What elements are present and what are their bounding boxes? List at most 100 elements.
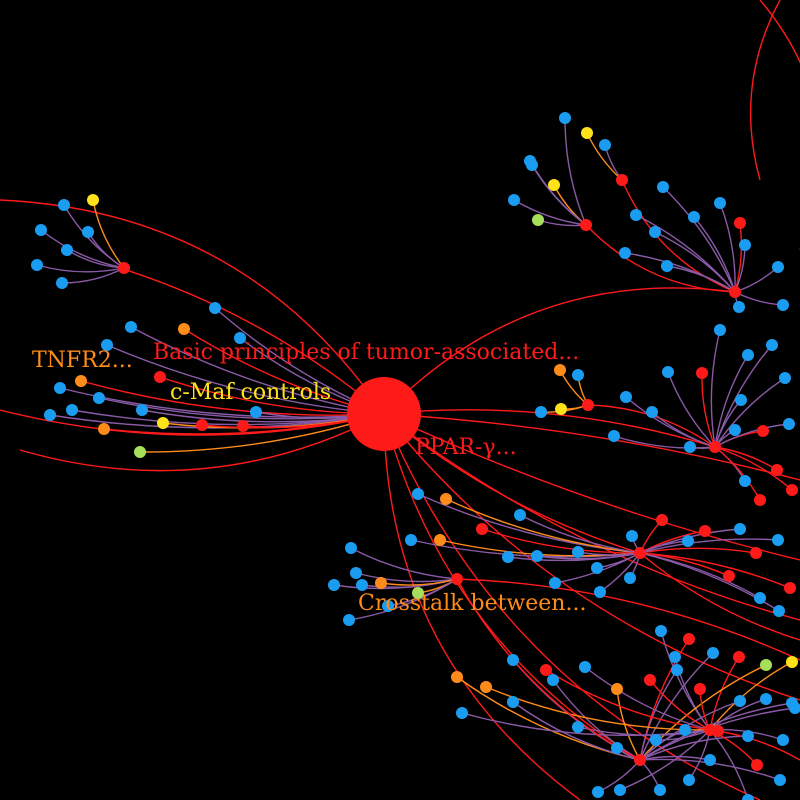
- paper-node[interactable]: [440, 493, 452, 505]
- paper-node[interactable]: [662, 366, 674, 378]
- paper-node[interactable]: [704, 724, 716, 736]
- paper-node[interactable]: [157, 417, 169, 429]
- paper-node[interactable]: [661, 260, 673, 272]
- paper-node[interactable]: [650, 734, 662, 746]
- paper-node[interactable]: [591, 562, 603, 574]
- paper-node[interactable]: [657, 181, 669, 193]
- paper-node[interactable]: [757, 425, 769, 437]
- paper-node[interactable]: [774, 774, 786, 786]
- paper-node[interactable]: [412, 488, 424, 500]
- paper-node[interactable]: [234, 332, 246, 344]
- paper-node[interactable]: [196, 419, 208, 431]
- paper-node[interactable]: [742, 730, 754, 742]
- paper-node[interactable]: [656, 514, 668, 526]
- paper-node[interactable]: [766, 339, 778, 351]
- paper-node[interactable]: [101, 339, 113, 351]
- paper-node[interactable]: [694, 683, 706, 695]
- paper-node[interactable]: [699, 525, 711, 537]
- paper-node[interactable]: [66, 404, 78, 416]
- paper-node[interactable]: [626, 530, 638, 542]
- paper-node[interactable]: [502, 551, 514, 563]
- paper-node[interactable]: [75, 375, 87, 387]
- paper-node[interactable]: [655, 625, 667, 637]
- paper-node[interactable]: [35, 224, 47, 236]
- paper-node[interactable]: [777, 734, 789, 746]
- paper-node[interactable]: [98, 423, 110, 435]
- paper-node[interactable]: [679, 724, 691, 736]
- paper-node[interactable]: [735, 394, 747, 406]
- paper-node[interactable]: [581, 127, 593, 139]
- paper-node[interactable]: [772, 261, 784, 273]
- paper-node[interactable]: [451, 671, 463, 683]
- paper-node[interactable]: [619, 247, 631, 259]
- paper-node[interactable]: [742, 349, 754, 361]
- paper-node[interactable]: [739, 239, 751, 251]
- paper-node[interactable]: [93, 392, 105, 404]
- paper-node[interactable]: [714, 324, 726, 336]
- paper-node[interactable]: [178, 323, 190, 335]
- paper-node[interactable]: [592, 786, 604, 798]
- paper-node[interactable]: [44, 409, 56, 421]
- paper-node[interactable]: [345, 542, 357, 554]
- paper-node[interactable]: [634, 547, 646, 559]
- paper-node[interactable]: [773, 605, 785, 617]
- paper-node[interactable]: [754, 494, 766, 506]
- paper-node[interactable]: [154, 371, 166, 383]
- paper-node[interactable]: [535, 406, 547, 418]
- hub-node[interactable]: [347, 377, 421, 451]
- paper-node[interactable]: [134, 446, 146, 458]
- paper-node[interactable]: [328, 579, 340, 591]
- paper-node[interactable]: [599, 139, 611, 151]
- paper-node[interactable]: [58, 199, 70, 211]
- paper-node[interactable]: [671, 664, 683, 676]
- paper-node[interactable]: [739, 475, 751, 487]
- paper-node[interactable]: [723, 570, 735, 582]
- paper-node[interactable]: [405, 534, 417, 546]
- paper-node[interactable]: [572, 721, 584, 733]
- paper-node[interactable]: [343, 614, 355, 626]
- paper-node[interactable]: [760, 659, 772, 671]
- paper-node[interactable]: [549, 577, 561, 589]
- paper-node[interactable]: [620, 391, 632, 403]
- paper-node[interactable]: [777, 299, 789, 311]
- paper-node[interactable]: [734, 695, 746, 707]
- paper-node[interactable]: [572, 369, 584, 381]
- paper-node[interactable]: [729, 286, 741, 298]
- paper-node[interactable]: [559, 112, 571, 124]
- paper-node[interactable]: [476, 523, 488, 535]
- paper-node[interactable]: [594, 586, 606, 598]
- paper-node[interactable]: [531, 550, 543, 562]
- paper-node[interactable]: [751, 759, 763, 771]
- paper-node[interactable]: [669, 651, 681, 663]
- paper-node[interactable]: [125, 321, 137, 333]
- paper-node[interactable]: [614, 784, 626, 796]
- paper-node[interactable]: [783, 418, 795, 430]
- paper-node[interactable]: [714, 197, 726, 209]
- paper-node[interactable]: [136, 404, 148, 416]
- paper-node[interactable]: [532, 214, 544, 226]
- paper-node[interactable]: [646, 406, 658, 418]
- paper-node[interactable]: [507, 654, 519, 666]
- paper-node[interactable]: [82, 226, 94, 238]
- paper-node[interactable]: [734, 523, 746, 535]
- paper-node[interactable]: [526, 159, 538, 171]
- paper-node[interactable]: [480, 681, 492, 693]
- paper-node[interactable]: [682, 535, 694, 547]
- paper-node[interactable]: [555, 403, 567, 415]
- paper-node[interactable]: [683, 774, 695, 786]
- paper-node[interactable]: [350, 567, 362, 579]
- paper-node[interactable]: [611, 742, 623, 754]
- paper-node[interactable]: [634, 754, 646, 766]
- paper-node[interactable]: [580, 219, 592, 231]
- paper-node[interactable]: [572, 546, 584, 558]
- paper-node[interactable]: [789, 702, 800, 714]
- paper-node[interactable]: [771, 464, 783, 476]
- paper-node[interactable]: [61, 244, 73, 256]
- paper-node[interactable]: [209, 302, 221, 314]
- paper-node[interactable]: [696, 367, 708, 379]
- paper-node[interactable]: [250, 406, 262, 418]
- paper-node[interactable]: [750, 547, 762, 559]
- paper-node[interactable]: [688, 211, 700, 223]
- paper-node[interactable]: [709, 441, 721, 453]
- paper-node[interactable]: [733, 651, 745, 663]
